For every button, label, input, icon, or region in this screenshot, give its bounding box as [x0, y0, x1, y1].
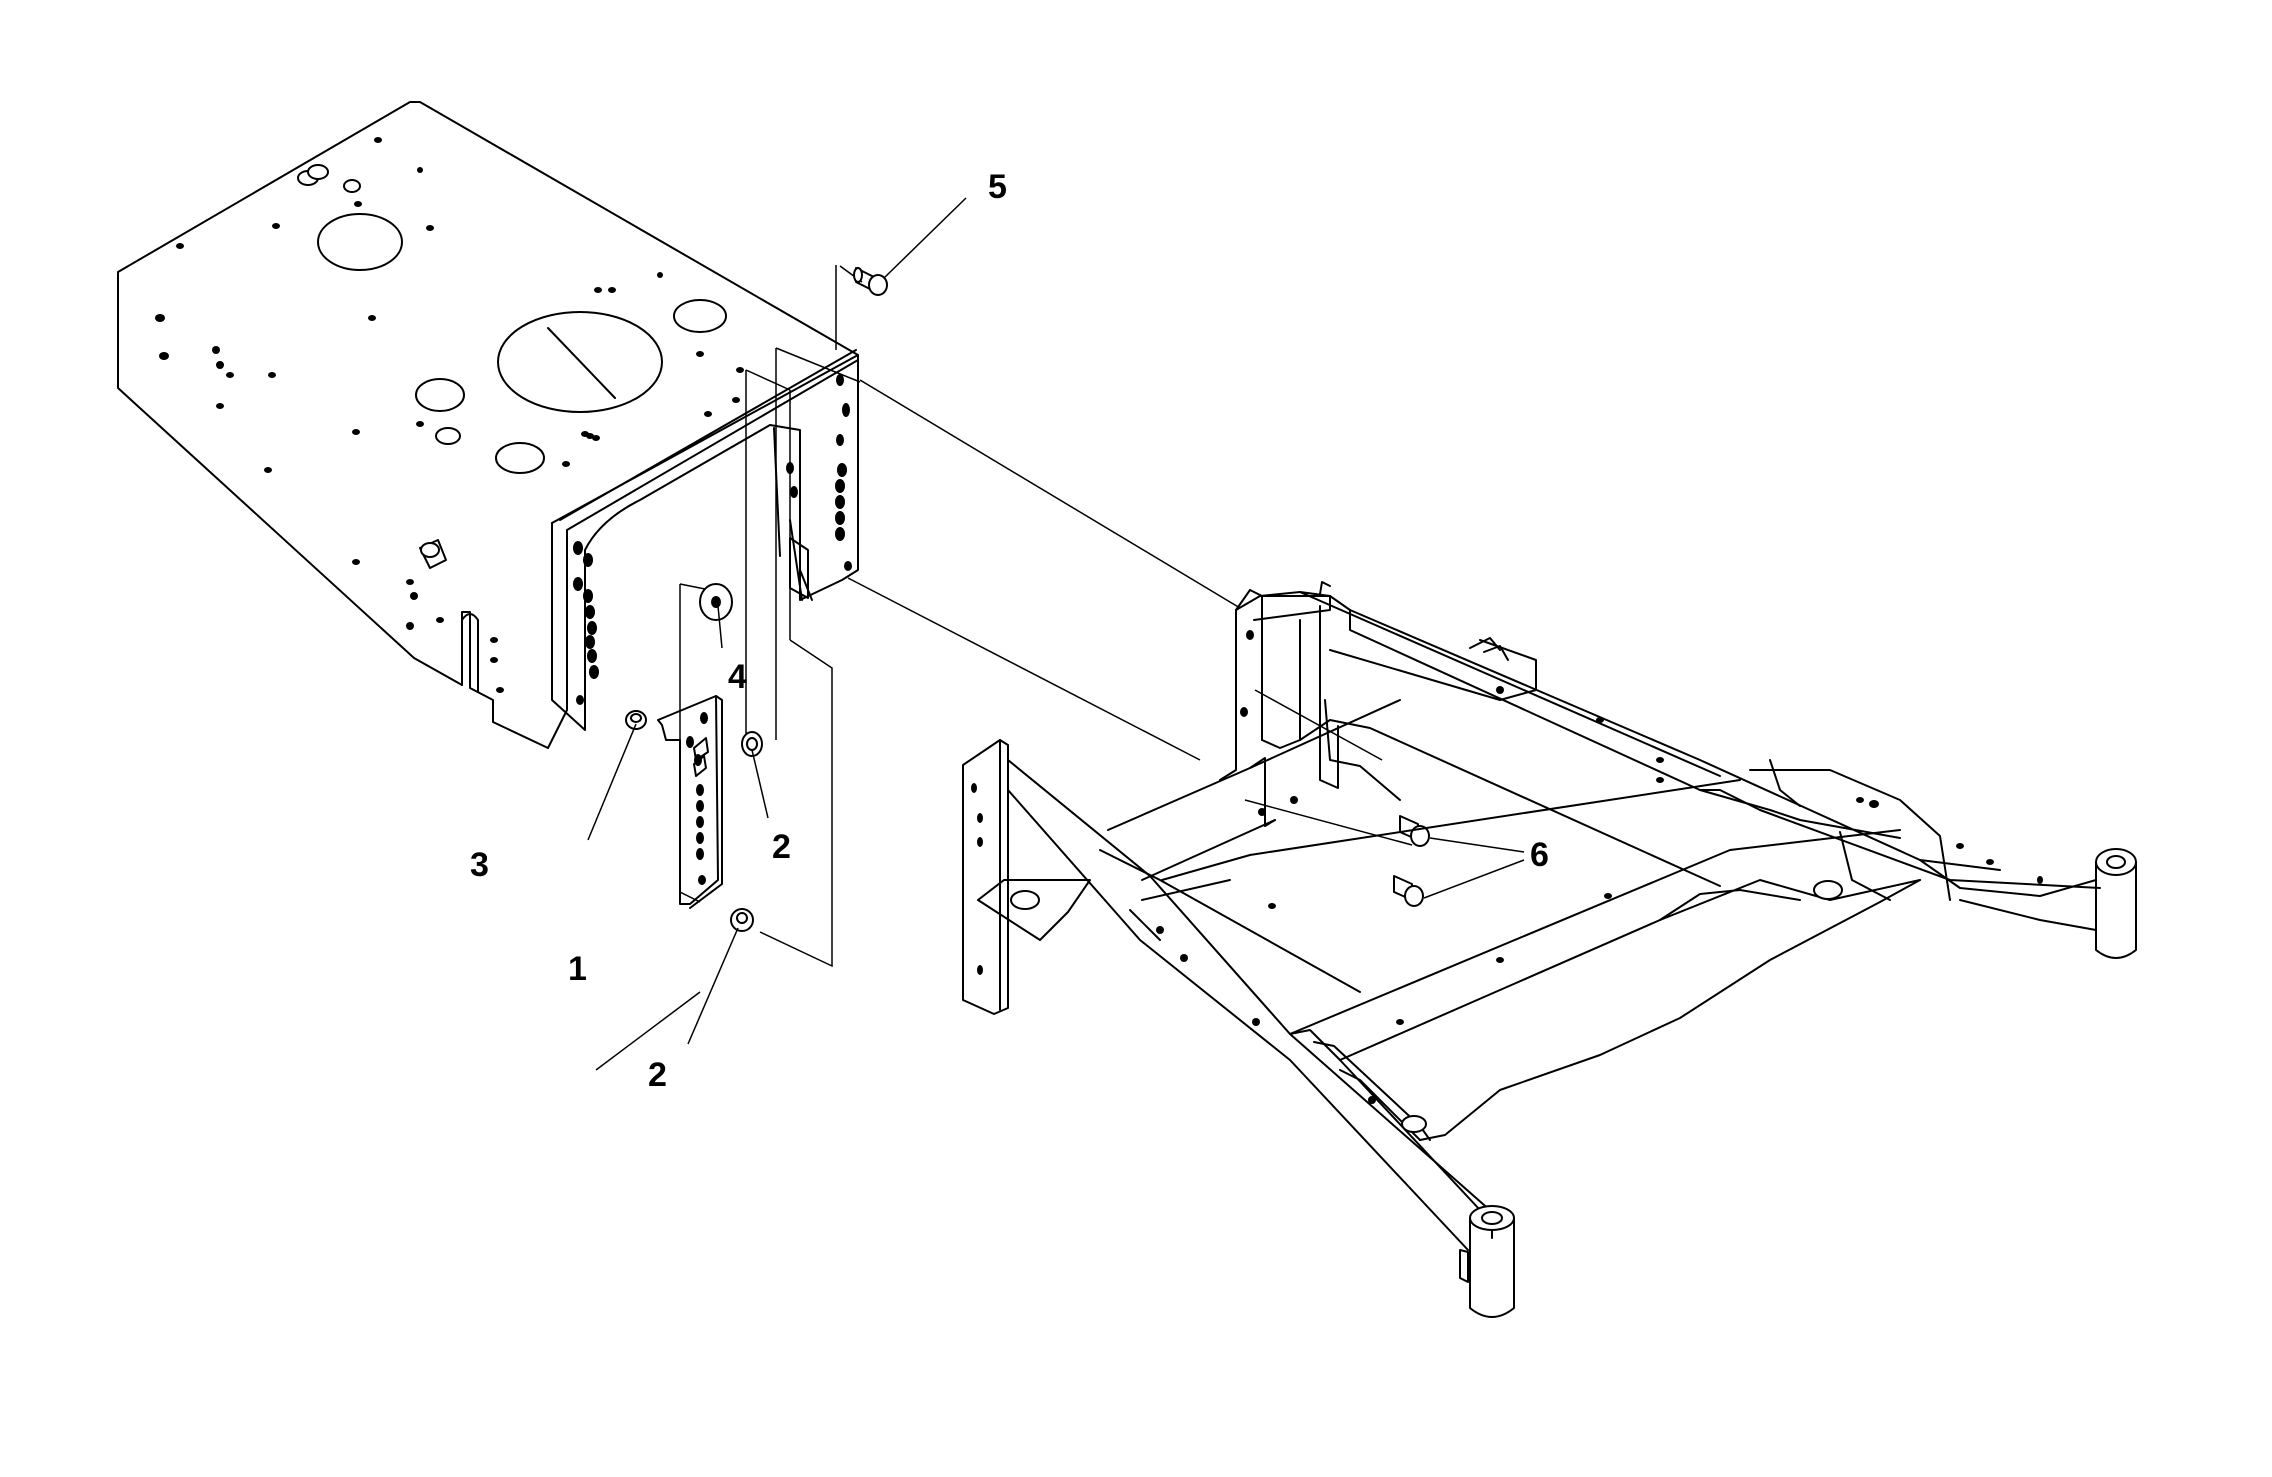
callout-3: 3 — [470, 846, 489, 884]
callout-labels: 1 2 2 3 4 5 6 — [470, 168, 1549, 1094]
bolt-6-lower — [1393, 875, 1424, 907]
callout-5: 5 — [988, 168, 1007, 206]
chassis-plate — [117, 101, 859, 749]
washer-4 — [699, 583, 733, 621]
nut-2-lower — [730, 908, 754, 932]
callout-leaders — [587, 197, 1525, 1071]
callout-2-lower: 2 — [648, 1056, 667, 1094]
bracket-part-1 — [657, 695, 723, 909]
nut-3 — [625, 710, 647, 730]
explode-lines — [679, 265, 1413, 968]
lower-frame — [962, 581, 2137, 1318]
callout-2-upper: 2 — [772, 828, 791, 866]
bolt-5 — [853, 267, 888, 296]
bolt-6-upper — [1399, 815, 1430, 847]
callout-6: 6 — [1530, 836, 1549, 874]
callout-4: 4 — [728, 658, 747, 696]
callout-1: 1 — [568, 950, 587, 988]
